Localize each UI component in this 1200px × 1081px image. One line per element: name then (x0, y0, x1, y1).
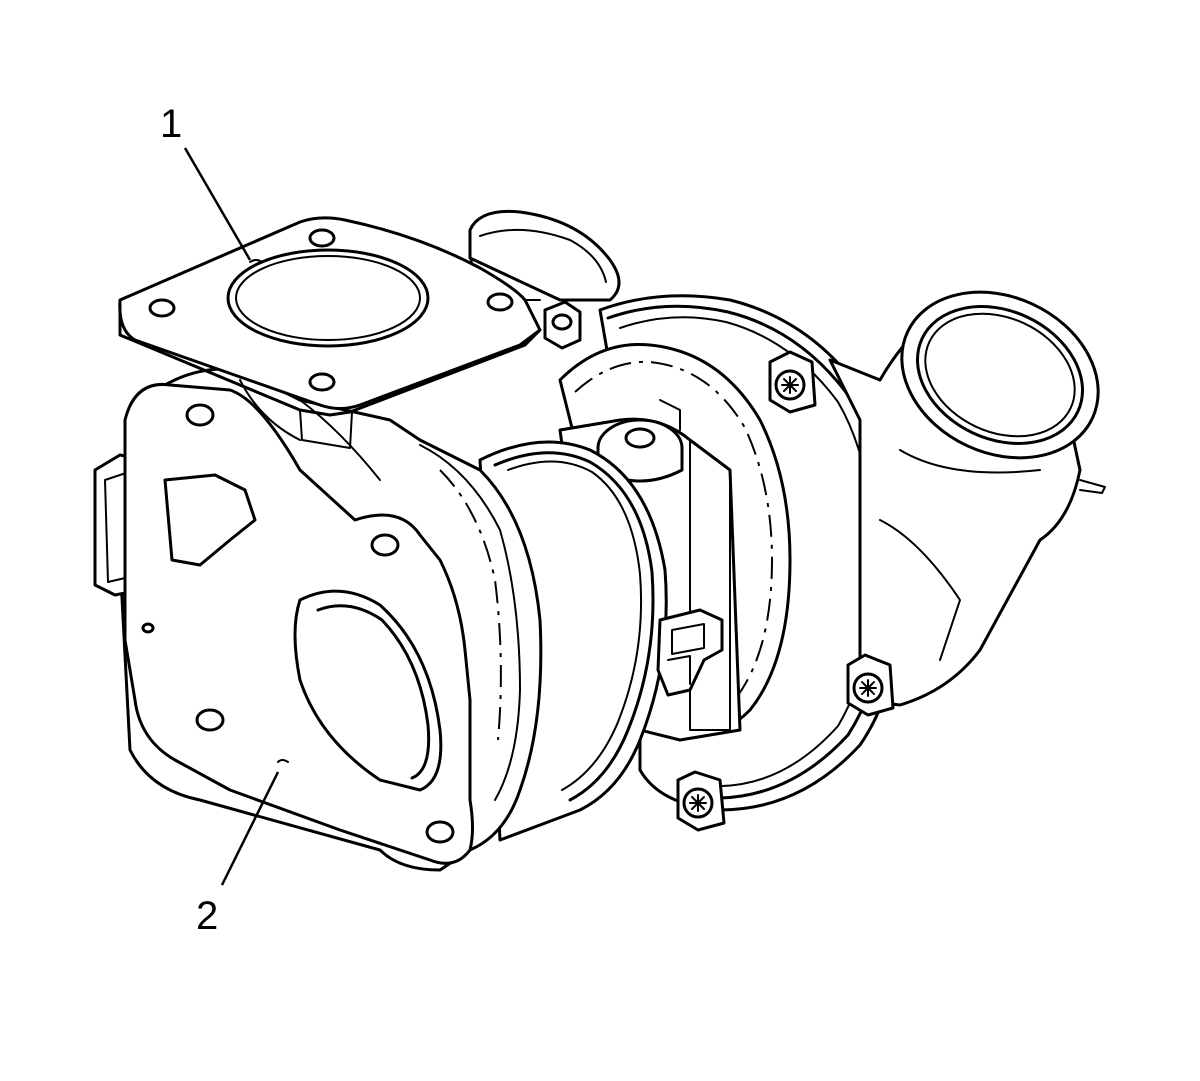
callout-leader-1 (183, 147, 252, 261)
flange-nut (543, 300, 582, 350)
housing-bolt-top (768, 350, 817, 414)
housing-bolt-right (846, 653, 895, 717)
flange-bolt-hole (308, 228, 336, 248)
callout-label-2: 2 (196, 894, 219, 938)
housing-bolt-bottom (676, 770, 726, 832)
callout-label-1: 1 (160, 102, 183, 146)
turbine-outlet-flange (123, 382, 474, 865)
compressor-outlet (828, 290, 1106, 707)
callout-leader-2 (220, 771, 280, 886)
turbine-inlet-flange (118, 216, 542, 449)
